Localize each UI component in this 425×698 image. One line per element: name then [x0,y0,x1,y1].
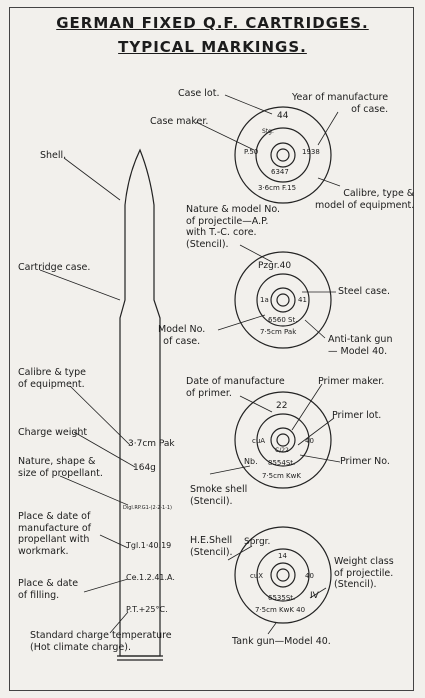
leader-primer-lot [297,417,335,446]
label-propellant-mfr: Place & date of manufacture of propellan… [18,511,91,557]
leader-temperature [109,611,129,634]
mark-temperature: P.T.+25°C. [126,605,168,614]
leader-model-no [217,314,266,331]
label-primer-no: Primer No. [340,456,390,467]
disc4-class: 6535St. [268,594,296,602]
label-he-shell: H.E.Shell (Stencil). [190,535,233,558]
disc1-lot: 44 [277,111,289,121]
label-cartridge-case: Cartridge case. [18,262,91,273]
base-disc-1 [234,106,332,204]
leader-primer-maker [291,383,323,431]
leader-case-maker [195,121,255,151]
disc3-primer: C/22 [275,447,289,454]
label-case-lot: Case lot. [178,88,220,99]
label-charge-weight: Charge weight [18,427,88,438]
disc1-maker: P.50 [244,148,259,156]
disc4-calibre: 7·5cm KwK 40 [255,606,306,614]
label-year-manufacture: Year of manufacture of case. [292,92,389,115]
leader-smoke-shell [209,465,251,475]
label-tank-gun: Tank gun—Model 40. [232,636,331,647]
disc3-date: 22 [276,401,288,411]
label-propellant: Nature, shape & size of propellant. [18,456,103,479]
leader-propellant [59,475,129,506]
label-primer-lot: Primer lot. [332,410,382,421]
disc1-number: 6347 [271,168,289,176]
leader-he-shell [227,545,253,561]
label-smoke-shell: Smoke shell (Stencil). [190,484,248,507]
disc3-left: cuA [252,437,266,445]
leader-calibre [69,385,131,446]
disc1-calibre: 3·6cm F.15 [258,184,297,192]
disc4-stencil: Sprgr. [244,537,271,547]
disc3-stencil: Nb. [244,457,258,466]
disc2-left: 1a [260,296,269,304]
disc1-maker-small: Stg. [262,128,274,135]
base-disc-2 [234,251,332,349]
disc3-lot: 8554St. [268,459,296,467]
label-date-primer: Date of manufacture of primer. [186,376,285,399]
label-temperature: Standard charge temperature (Hot climate… [30,630,172,653]
disc3-right: 40 [305,437,314,445]
disc2-right: 41 [298,296,307,304]
title-line-2: TYPICAL MARKINGS. [118,38,307,56]
leader-nature-model [239,244,273,263]
leader-antitank [304,319,326,339]
label-nature-model-projectile: Nature & model No. of projectile—A.P. wi… [186,204,281,250]
disc2-stencil: Pzgr.40 [258,261,292,271]
base-disc-4 [234,526,332,624]
mark-calibre: 3·7cm Pak [128,439,175,449]
leader-cartridge-case [39,269,121,301]
disc3-calibre: 7·5cm KwK [262,472,301,480]
leader-tank-gun [267,622,277,635]
leader-charge-weight [73,431,136,468]
label-calibre-model: Calibre, type & model of equipment. [315,188,415,211]
title-line-1: GERMAN FIXED Q.F. CARTRIDGES. [56,14,369,32]
disc2-calibre: 7·5cm Pak [260,328,297,336]
shell-outline [124,148,155,285]
mark-filling: Ce.1.2.41.A. [126,573,175,582]
label-weight-class: Weight class of projectile. (Stencil). [334,556,394,590]
disc2-case-no: 6560 St. [268,316,298,324]
base-disc-3 [234,391,332,489]
leader-propellant-mfr [99,534,129,549]
disc4-weight: IV [310,591,319,601]
leader-calibre-model [317,177,341,187]
leader-case-lot [224,94,273,115]
disc4-right: 40 [305,572,314,580]
leader-filling [83,578,129,593]
disc1-year: 1938 [302,148,320,156]
label-primer-maker: Primer maker. [318,376,385,387]
label-case-maker: Case maker. [150,116,209,127]
mark-propellant: Digl.RP.G1-(2·2·1·1) [123,505,172,511]
border-frame [9,7,414,691]
leader-year [317,111,339,146]
label-model-no-case: Model No. of case. [158,324,206,347]
leader-weight-class [309,587,327,599]
disc4-top: 14 [278,552,287,560]
mark-weight: 164g [133,463,156,473]
leader-shell [63,157,121,201]
leader-primer-no [299,454,341,463]
label-steel-case: Steel case. [338,286,390,297]
label-calibre-type-equipment: Calibre & type of equipment. [18,367,86,390]
label-filling: Place & date of filling. [18,578,79,601]
label-shell: Shell. [40,150,67,161]
mark-propellant-mfr: Tgl.1·40.19 [126,541,172,550]
label-antitank-gun: Anti-tank gun — Model 40. [328,334,393,357]
leader-date-primer [239,395,273,413]
disc4-left: cuX [250,572,264,580]
